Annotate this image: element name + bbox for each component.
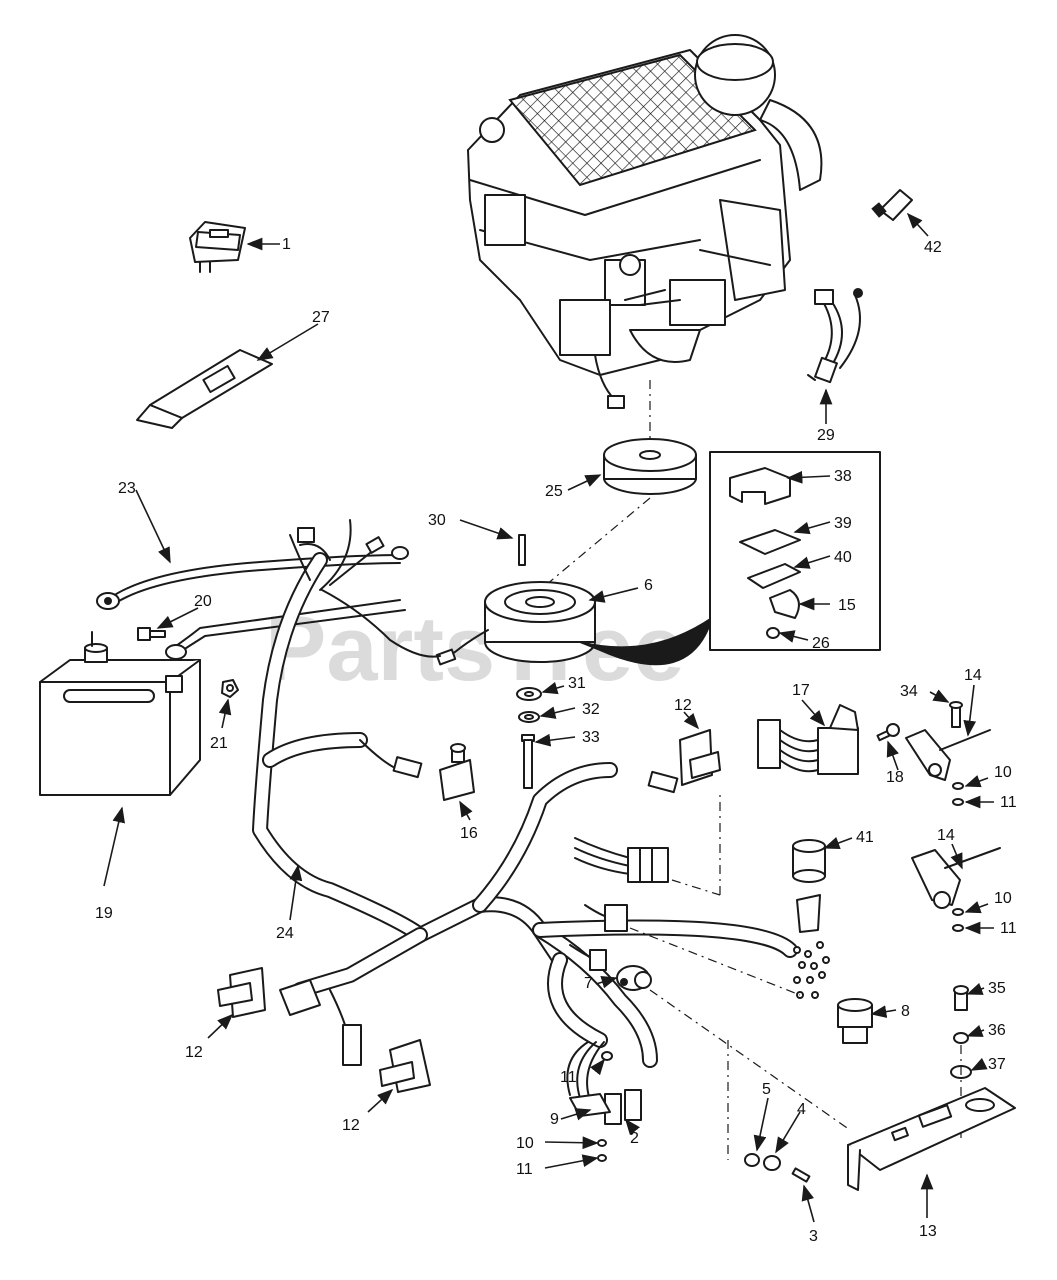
- callout-23: 23: [118, 480, 136, 497]
- callout-11-center: 11: [560, 1069, 577, 1086]
- part-41-light: [792, 836, 853, 999]
- part-21-nut: [218, 679, 239, 729]
- callout-32: 32: [582, 701, 600, 718]
- callout-2: 2: [630, 1130, 639, 1147]
- callout-17: 17: [792, 682, 810, 699]
- part-12-switch-bottom: [329, 989, 431, 1113]
- part-14-arm-lower: [911, 843, 1001, 909]
- callout-34: 34: [900, 683, 918, 700]
- callout-37: 37: [988, 1056, 1006, 1073]
- callout-21: 21: [210, 735, 228, 752]
- callout-40: 40: [834, 549, 852, 566]
- callout-3: 3: [809, 1228, 818, 1245]
- harness-connectors: [569, 790, 801, 996]
- callout-12-top: 12: [674, 697, 692, 714]
- callout-26: 26: [812, 635, 830, 652]
- callout-29: 29: [817, 427, 835, 444]
- part-2-9-10-11-bottom: [544, 1041, 642, 1169]
- callout-35: 35: [988, 980, 1006, 997]
- part-6-clutch: [435, 497, 714, 666]
- part-31-32-33-hardware: [516, 681, 576, 789]
- part-12-switch-top: [647, 711, 721, 794]
- part-24-wiring-harness: [252, 519, 798, 1068]
- callout-24: 24: [276, 925, 294, 942]
- callout-36: 36: [988, 1022, 1006, 1039]
- callout-13: 13: [919, 1223, 937, 1240]
- callout-11-upper: 11: [1000, 794, 1017, 811]
- callout-9: 9: [550, 1111, 559, 1128]
- callout-10-upper: 10: [994, 764, 1012, 781]
- callout-20: 20: [194, 593, 212, 610]
- callout-5: 5: [762, 1081, 771, 1098]
- callout-27: 27: [312, 309, 330, 326]
- callout-10-bottom: 10: [516, 1135, 534, 1152]
- callout-14-lower: 14: [937, 827, 955, 844]
- part-29-wire-lead: [807, 288, 863, 424]
- callout-12-left: 12: [185, 1044, 203, 1061]
- callout-18: 18: [886, 769, 904, 786]
- part-8-switch: [837, 998, 897, 1044]
- callout-42: 42: [924, 239, 942, 256]
- callout-4: 4: [797, 1101, 806, 1118]
- part-3-4-5-hardware: [727, 1040, 815, 1223]
- callout-31: 31: [568, 675, 586, 692]
- part-34-screw: [929, 689, 963, 728]
- callout-39: 39: [834, 515, 852, 532]
- part-1-switch: [189, 221, 280, 273]
- callout-1: 1: [282, 236, 291, 253]
- callout-11-lower: 11: [1000, 920, 1017, 937]
- callout-38: 38: [834, 468, 852, 485]
- callout-16: 16: [460, 825, 478, 842]
- callout-12-bottom: 12: [342, 1117, 360, 1134]
- part-30-key: [459, 519, 526, 566]
- callout-30: 30: [428, 512, 446, 529]
- callout-19: 19: [95, 905, 113, 922]
- part-19-battery: [39, 599, 406, 887]
- callout-6: 6: [644, 577, 653, 594]
- part-13-bracket: [847, 1087, 1016, 1218]
- engine-assembly: [467, 34, 823, 409]
- inset-detail-box: [709, 451, 881, 651]
- part-18-screw: [876, 723, 900, 771]
- part-17-relay: [757, 699, 859, 775]
- part-10-11-upper-hardware: [952, 775, 994, 809]
- part-20-bolt: [137, 607, 199, 641]
- callout-41: 41: [856, 829, 874, 846]
- callout-14-upper: 14: [964, 667, 982, 684]
- part-12-switch-left: [207, 967, 321, 1039]
- callout-10-lower: 10: [994, 890, 1012, 907]
- part-42-sender: [871, 189, 929, 237]
- part-25-pulley: [567, 380, 697, 495]
- part-7-switch: [595, 965, 851, 1131]
- part-14-arm-upper: [905, 684, 991, 781]
- part-16-switch: [359, 739, 475, 821]
- callout-labels: 1 2 3 4 5 6 7 8 9 10 10 10 11 11 11 11 1…: [95, 236, 1017, 1245]
- part-27-bracket: [136, 323, 319, 429]
- callout-8: 8: [901, 1003, 910, 1020]
- callout-7: 7: [584, 975, 593, 992]
- callout-25: 25: [545, 483, 563, 500]
- callout-15: 15: [838, 597, 856, 614]
- callout-33: 33: [582, 729, 600, 746]
- part-10-11-lower-hardware: [952, 901, 994, 935]
- part-23-battery-cable: [96, 489, 401, 610]
- callout-11-bottom: 11: [516, 1161, 533, 1178]
- part-35-36-37-hardware: [950, 982, 988, 1140]
